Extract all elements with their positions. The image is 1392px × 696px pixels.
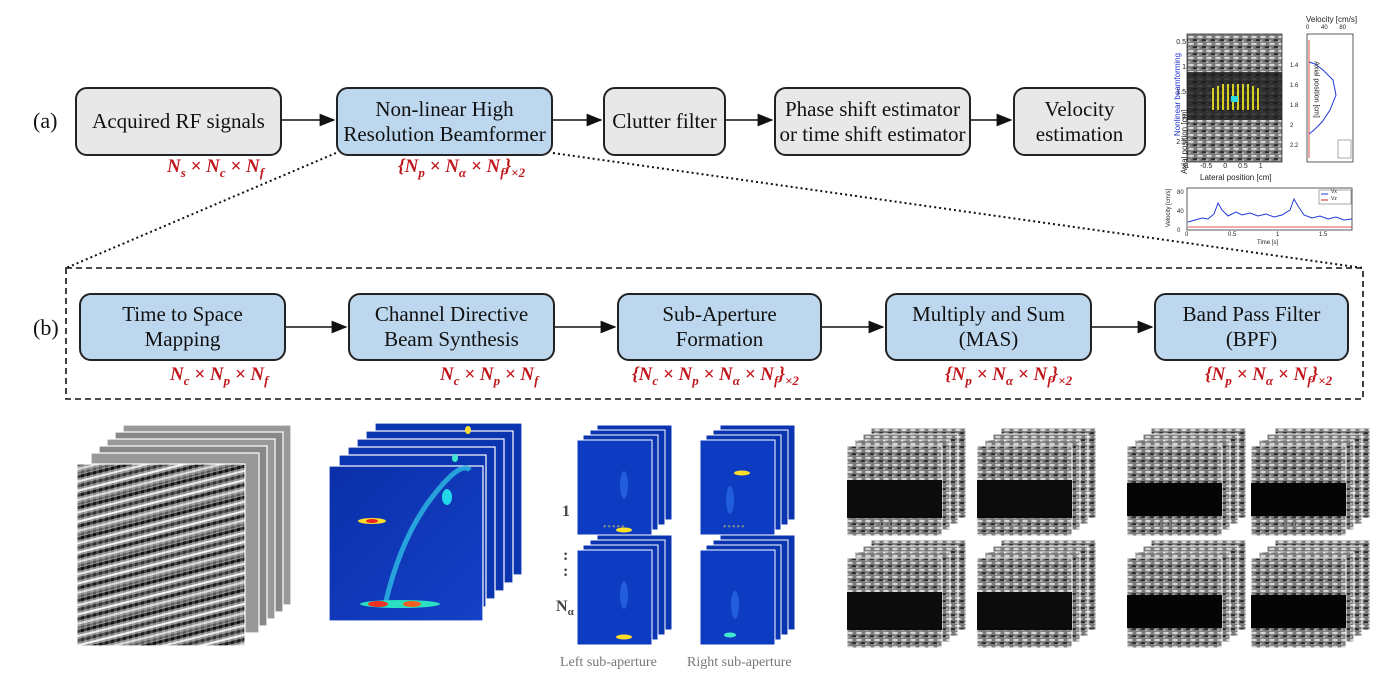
index-colon: : : bbox=[563, 547, 569, 580]
inset-profile-y-tick: 2 bbox=[1290, 123, 1294, 129]
dim-sub-aperture: {Nc × Np × Nα × Nf}×2 bbox=[632, 364, 799, 388]
dim-beamformer: {Np × Nα × Nf}×2 bbox=[398, 156, 526, 180]
time-space-box: Time to Space Mapping bbox=[79, 293, 286, 361]
inset-y-tick: 2.5 bbox=[1176, 139, 1186, 146]
velocity-estimation-box: Velocity estimation bbox=[1013, 87, 1146, 156]
dim-rf: Ns × Nc × Nf bbox=[167, 156, 265, 180]
right-sub-aperture-caption: Right sub-aperture bbox=[687, 655, 792, 670]
sub-aperture-box: Sub-Aperture Formation bbox=[617, 293, 822, 361]
inset-time-x-ticks: 0 0.5 1 1.5 bbox=[1185, 232, 1328, 238]
inset-time-y-tick: 80 bbox=[1177, 190, 1184, 196]
inset-profile-ticks: 0 40 80 bbox=[1306, 25, 1347, 31]
left-sub-aperture-caption: Left sub-aperture bbox=[560, 655, 657, 670]
inset-profile-y-tick: 2.2 bbox=[1290, 143, 1299, 149]
inset-profile bbox=[1306, 33, 1354, 163]
channel-directive-box: Channel Directive Beam Synthesis bbox=[348, 293, 555, 361]
inset-time-y-label: Velocity [cm/s] bbox=[1166, 188, 1173, 228]
dots-mas-left: ••••• bbox=[874, 520, 897, 531]
inset-y-tick: 3 bbox=[1182, 164, 1186, 171]
dots-bpf-right: ••••• bbox=[1279, 520, 1302, 531]
acquired-rf-box: Acquired RF signals bbox=[75, 87, 282, 156]
dim-bpf: {Np × Nα × Nf}×2 bbox=[1205, 364, 1333, 388]
bpf-box: Band Pass Filter (BPF) bbox=[1154, 293, 1349, 361]
inset-y-tick: 2 bbox=[1182, 114, 1186, 121]
dim-mas: {Np × Nα × Nf}×2 bbox=[945, 364, 1073, 388]
beamformer-box: Non-linear High Resolution Beamformer bbox=[336, 87, 553, 156]
panel-b-frame bbox=[65, 267, 1364, 400]
panel-a-label: (a) bbox=[33, 108, 58, 133]
inset-y-tick: 1 bbox=[1182, 64, 1186, 71]
mas-stacks bbox=[846, 427, 1097, 649]
inset-y-tick: 1.5 bbox=[1176, 89, 1186, 96]
inset-y-ticks: 0.5 1 1.5 2 2.5 3 bbox=[1174, 30, 1186, 180]
inset-profile-label: Velocity [cm/s] bbox=[1306, 15, 1358, 24]
inset-legend-vz: Vz bbox=[1331, 196, 1337, 202]
dim-channel-directive: Nc × Np × Nf bbox=[440, 364, 539, 388]
index-n-alpha: Nα bbox=[556, 598, 574, 619]
inset-y-tick: 0.5 bbox=[1176, 39, 1186, 46]
phase-shift-box: Phase shift estimator or time shift esti… bbox=[774, 87, 971, 156]
inset-profile-y-ticks: 1.4 1.6 1.8 2 2.2 bbox=[1290, 56, 1298, 156]
inset-x-ticks: -1 -0.5 0 0.5 1 bbox=[1183, 163, 1263, 170]
inset-legend-vx: Vx bbox=[1331, 189, 1337, 195]
inset-profile-y-tick: 1.4 bbox=[1290, 63, 1299, 69]
mas-box: Multiply and Sum (MAS) bbox=[885, 293, 1092, 361]
inset-profile-y-label: Axial position [cm] bbox=[1312, 61, 1320, 118]
inset-time-y-tick: 0 bbox=[1177, 228, 1181, 234]
inset-profile-y-tick: 1.6 bbox=[1290, 83, 1299, 89]
clutter-filter-box: Clutter filter bbox=[603, 87, 726, 156]
bpf-stacks bbox=[1126, 427, 1371, 649]
rf-signal-stack bbox=[76, 424, 292, 647]
inset-time-plot bbox=[1186, 187, 1353, 231]
inset-time-x-label: Time [s] bbox=[1257, 240, 1279, 246]
inset-bmode bbox=[1186, 33, 1283, 163]
inset-profile-y-tick: 1.8 bbox=[1290, 103, 1299, 109]
inset-time-y-tick: 40 bbox=[1177, 209, 1184, 215]
beam-synthesis-stack bbox=[328, 422, 523, 622]
zoom-line-right bbox=[552, 152, 1364, 269]
index-1: 1 bbox=[562, 503, 570, 520]
sub-aperture-stacks bbox=[576, 424, 796, 646]
inset-time-y-ticks: 80 40 0 bbox=[1177, 184, 1184, 241]
dots-sub-right: ••••• bbox=[723, 522, 746, 533]
inset-x-label: Lateral position [cm] bbox=[1200, 173, 1272, 182]
zoom-line-left bbox=[65, 152, 337, 269]
panel-b-label: (b) bbox=[33, 315, 59, 340]
dots-sub-left: ••••• bbox=[603, 522, 626, 533]
dots-bpf-left: ••••• bbox=[1155, 520, 1178, 531]
dots-mas-right: ••••• bbox=[1006, 520, 1029, 531]
dim-time-space: Nc × Np × Nf bbox=[170, 364, 269, 388]
